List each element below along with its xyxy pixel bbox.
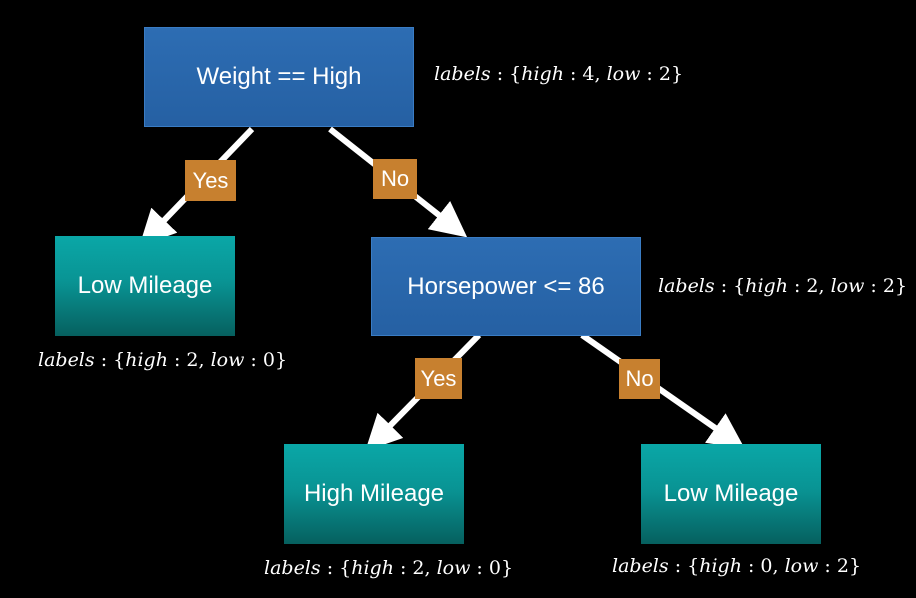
leaf-label-counts: labels : {high : 2, low : 0} xyxy=(38,349,288,371)
edge-yes-tag: Yes xyxy=(415,358,462,399)
leaf-node-label: Low Mileage xyxy=(77,272,213,299)
root-node-label: Weight == High xyxy=(196,63,362,90)
horsepower-decision-node: Horsepower <= 86 xyxy=(371,237,641,336)
leaf-node-label: Low Mileage xyxy=(663,480,799,507)
horsepower-node-label: Horsepower <= 86 xyxy=(407,272,605,300)
leaf-low-mileage-node: Low Mileage xyxy=(55,236,235,336)
leaf-high-mileage-node: High Mileage xyxy=(284,444,464,544)
horsepower-label-counts: labels : {high : 2, low : 2} xyxy=(658,275,908,297)
leaf-low-mileage-node: Low Mileage xyxy=(641,444,821,544)
root-decision-node: Weight == High xyxy=(144,27,414,127)
leaf-node-label: High Mileage xyxy=(303,480,445,507)
edge-no-tag: No xyxy=(619,359,660,399)
leaf-label-counts: labels : {high : 0, low : 2} xyxy=(612,555,862,577)
edge-yes-tag: Yes xyxy=(185,160,236,201)
leaf-label-counts: labels : {high : 2, low : 0} xyxy=(264,557,514,579)
edge-no-tag: No xyxy=(373,159,417,199)
root-label-counts: labels : {high : 4, low : 2} xyxy=(434,63,684,85)
